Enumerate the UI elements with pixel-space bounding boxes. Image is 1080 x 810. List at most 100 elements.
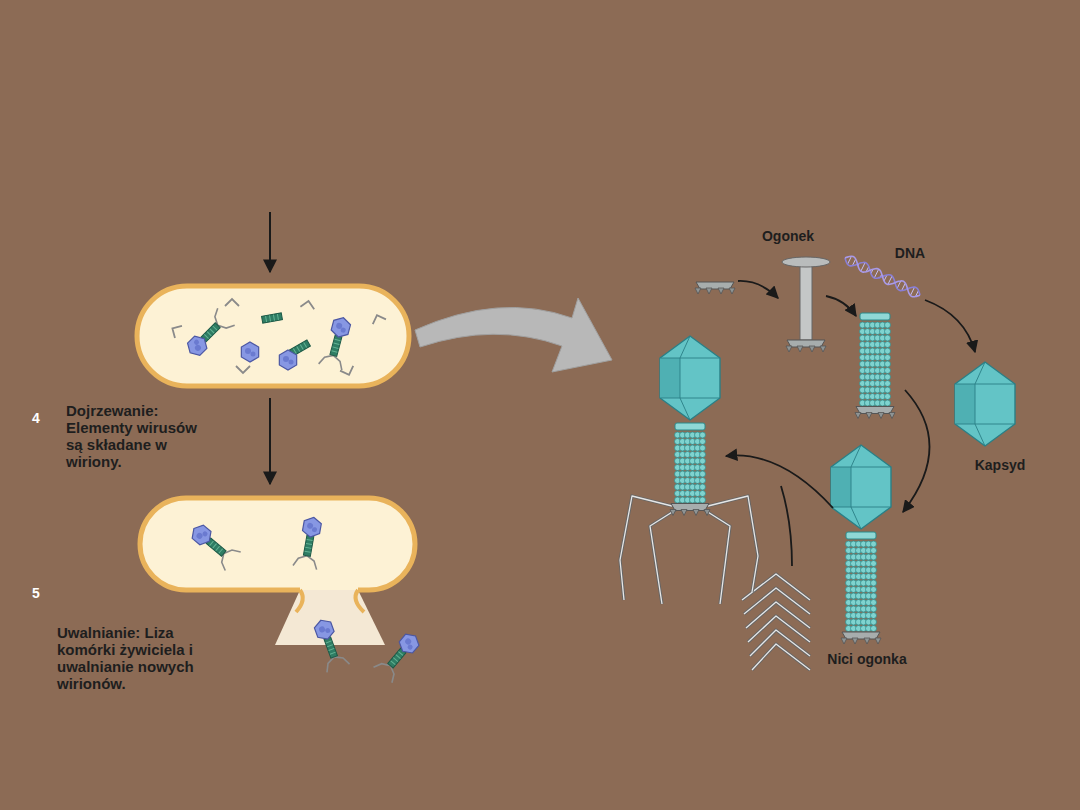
step-number: 5 (32, 585, 40, 601)
free-tail-fiber (169, 322, 182, 338)
sheath-subunit (871, 580, 877, 586)
spiral-wire (18, 155, 92, 160)
spiral-ring (18, 151, 111, 168)
empty-capsid (955, 362, 1015, 446)
virion-tail (675, 423, 706, 503)
sheath-subunit (700, 439, 706, 445)
capsid-dna (251, 352, 256, 357)
spiral-wire (18, 128, 96, 139)
sheath-subunit (700, 484, 706, 490)
assembly-arrow (726, 455, 833, 508)
tail-ring (210, 329, 214, 333)
title-rule (135, 188, 1025, 189)
capsid-facet (955, 384, 975, 424)
spiral-wire (18, 768, 96, 779)
tail-fiber (650, 509, 677, 604)
capsid (188, 522, 214, 548)
tail-ring (307, 539, 313, 540)
capsid-facet (831, 467, 851, 507)
tail-ring (216, 546, 220, 551)
tail-ring (331, 351, 337, 353)
free-capsid (241, 342, 258, 362)
tail-fiber-core (650, 509, 677, 604)
baseplate (671, 504, 709, 511)
spiral-wire (18, 740, 96, 751)
tail (324, 637, 337, 658)
spiral-bead (89, 704, 111, 716)
baseplate (856, 407, 894, 414)
assembly-arrow (903, 390, 930, 512)
baseplate-spike (693, 510, 699, 516)
spiral-ring (18, 181, 111, 198)
tail-ring (305, 547, 311, 548)
spiral-wire (18, 42, 96, 53)
sheath-subunit (871, 554, 877, 560)
sheath-subunit (885, 368, 891, 374)
capsid-dna (340, 327, 346, 333)
sheath-subunit (885, 400, 891, 406)
sheath-subunit (871, 626, 877, 632)
spiral-highlight (92, 706, 102, 710)
figure-ground (18, 198, 1072, 703)
capsid (184, 333, 210, 359)
capsid-shell (955, 362, 1015, 446)
tail-baseplate (670, 504, 710, 516)
free-capsid (279, 350, 296, 370)
sheath-subunit (871, 600, 877, 606)
part-label: Kapsyd (975, 457, 1026, 473)
spiral-wire (18, 766, 92, 771)
capsid (396, 630, 422, 656)
tail-ring (304, 342, 307, 347)
spiral-wire (18, 738, 92, 743)
part-label: Ogonek (762, 228, 814, 244)
assembly-detail-circle: OgonekDNAKapsydNici ogonka (595, 230, 1069, 704)
free-tail-fiber (236, 366, 250, 373)
dna-strand (845, 256, 920, 296)
tail-core-head (782, 257, 830, 267)
capsid-dna (194, 344, 202, 352)
spiral-highlight (92, 764, 102, 768)
assembly-arrow (738, 281, 778, 298)
tail-ring (213, 544, 217, 549)
tail-ring (329, 648, 335, 650)
spiral-wire (18, 68, 92, 73)
sheath-subunit (700, 445, 706, 451)
tail-ring (333, 347, 339, 349)
sheath-subunit (871, 613, 877, 619)
tail-ring (393, 658, 398, 662)
capsid-dna (245, 348, 251, 354)
dna-base-pair (861, 262, 865, 271)
baseplate-spike (878, 413, 884, 419)
part-label: DNA (895, 245, 925, 261)
tail (262, 313, 283, 323)
capsid-dna (283, 356, 289, 362)
spiral-ring (18, 762, 111, 779)
spiral-highlight (92, 96, 102, 100)
baseplate-spike (704, 510, 710, 516)
step-number-circle: 5 (24, 581, 48, 605)
step-arrow (269, 398, 271, 484)
tail-ring (305, 551, 311, 552)
sheath-subunit (885, 381, 891, 387)
tail-ring (334, 343, 340, 345)
baseplate-spike (706, 288, 712, 294)
capsid-edges (831, 445, 891, 529)
tail-fiber-core (750, 630, 810, 656)
tail-baseplate (841, 632, 881, 644)
tail-fiber-core (620, 496, 672, 600)
tail (330, 335, 342, 356)
tail-fiber (703, 509, 730, 604)
collar (846, 532, 876, 539)
ruptured-wall (296, 590, 364, 612)
tail-fiber (746, 602, 810, 628)
spiral-ring (18, 36, 111, 53)
spiral-wire (18, 157, 96, 168)
tail-ring (398, 652, 403, 656)
zoom-circle-shape (596, 231, 1068, 703)
sheath-subunit (885, 329, 891, 335)
tail-fiber (620, 496, 672, 600)
baseplate-spike (670, 510, 676, 516)
tail-fiber (752, 644, 810, 670)
tail-ring (330, 652, 336, 654)
capsid (302, 516, 323, 539)
